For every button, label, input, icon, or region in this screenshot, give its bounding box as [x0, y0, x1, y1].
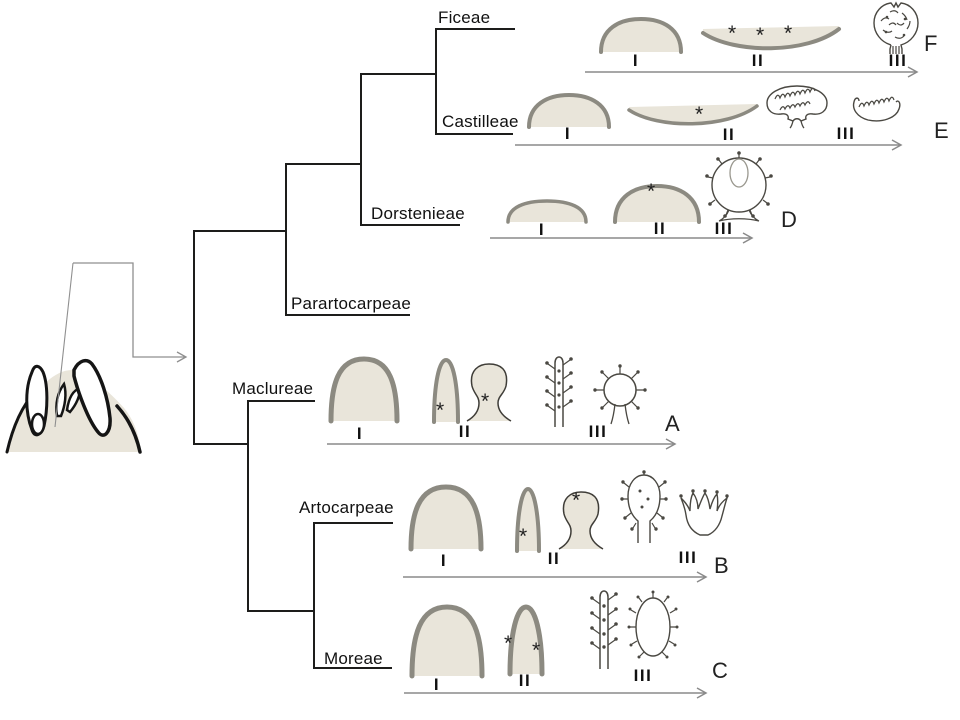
involucrate-head-icon [766, 85, 828, 129]
tall-dome-primordium-icon [409, 604, 485, 679]
outgroup-inflorescence-sketch [5, 358, 142, 454]
axis-arrow-d [490, 232, 754, 244]
panel-letter-f: F [924, 31, 938, 56]
tall-dome-primordium-icon [408, 484, 484, 552]
tip-label-moreae: Moreae [324, 649, 383, 668]
asterisk-marker: * [481, 390, 490, 413]
tip-label-dorstenieae: Dorstenieae [371, 204, 465, 223]
asterisk-marker: * [504, 632, 513, 655]
stage-i-label: I [632, 51, 640, 70]
flower-spike-icon [545, 356, 573, 427]
panel-letter-e: E [934, 118, 949, 143]
stage-i-label: I [564, 124, 572, 143]
broad-dome-primordium-icon [613, 183, 701, 224]
tip-label-maclureae: Maclureae [232, 379, 314, 398]
tree-node-line [360, 73, 362, 224]
stage-ii-label: II [653, 219, 667, 238]
axis-arrow-c [404, 687, 708, 699]
branch-artocarpeae [313, 522, 393, 524]
branch-ficeae [435, 28, 515, 30]
panel-letter-c: C [712, 658, 728, 683]
stage-ii-label: II [547, 549, 561, 568]
asterisk-marker: * [756, 24, 765, 47]
knobbed-club-head-icon [620, 470, 668, 543]
tip-label-artocarpeae: Artocarpeae [299, 498, 394, 517]
tree-branch-line [285, 163, 360, 165]
candelabra-flowers-icon [679, 489, 729, 536]
axis-arrow-f [585, 66, 919, 78]
tree-node-line [313, 522, 315, 667]
stage-ii-label: II [751, 51, 765, 70]
open-cup-head-icon [852, 96, 901, 122]
branch-moreae [313, 667, 392, 669]
dome-primordium-icon [599, 16, 683, 54]
panel-letter-b: B [714, 553, 729, 578]
club-primordium-icon [558, 491, 604, 550]
tip-label-castilleae: Castilleae [442, 112, 519, 131]
tree-branch-line [360, 73, 435, 75]
asterisk-marker: * [532, 639, 541, 662]
asterisk-marker: * [436, 399, 445, 422]
asterisk-marker: * [519, 525, 528, 548]
stage-ii-label: II [458, 422, 472, 441]
low-dome-primordium-icon [506, 199, 588, 224]
club-primordium-icon [466, 363, 512, 422]
outgroup-pointer-arrow [54, 262, 188, 428]
stage-i-label: I [440, 551, 448, 570]
bowl-receptacle-icon [701, 26, 841, 51]
asterisk-marker: * [695, 103, 704, 126]
panel-letter-a: A [665, 411, 680, 436]
open-receptacle-icon [705, 151, 773, 222]
stage-iii-label: III [678, 548, 698, 567]
branch-parartocarpeae [285, 314, 410, 316]
tree-branch-line [193, 230, 285, 232]
flower-spike-icon [590, 590, 618, 669]
finger-primordium-icon [507, 604, 545, 677]
tip-label-parartocarpeae: Parartocarpeae [291, 294, 411, 313]
syconium-icon [873, 1, 919, 54]
tree-node-line [435, 28, 437, 133]
branch-maclureae [247, 400, 315, 402]
branch-dorstenieae [360, 224, 460, 226]
stage-iii-label: III [714, 219, 734, 238]
stage-ii-label: II [722, 125, 736, 144]
stage-iii-label: III [633, 666, 653, 685]
asterisk-marker: * [572, 489, 581, 512]
stage-i-label: I [538, 220, 546, 239]
tree-node-line [247, 400, 249, 610]
finger-primordium-icon [515, 486, 541, 553]
stage-iii-label: III [836, 124, 856, 143]
stage-iii-label: III [888, 51, 908, 70]
dome-primordium-icon [527, 92, 611, 129]
asterisk-marker: * [784, 22, 793, 45]
axis-arrow-b [403, 571, 708, 583]
tree-node-line [285, 163, 287, 314]
finger-primordium-icon [432, 357, 460, 424]
tree-branch-line [193, 443, 247, 445]
panel-letter-d: D [781, 207, 797, 232]
branch-castilleae [435, 133, 513, 135]
axis-arrow-a [327, 438, 677, 450]
stage-i-label: I [356, 424, 364, 443]
asterisk-marker: * [728, 22, 737, 45]
bristly-catkin-icon [627, 590, 679, 659]
tall-dome-primordium-icon [328, 356, 400, 424]
tree-root-line [193, 230, 195, 443]
stage-ii-label: II [518, 671, 532, 690]
tree-branch-line [247, 610, 313, 612]
stage-iii-label: III [588, 422, 608, 441]
globose-head-icon [593, 364, 647, 425]
asterisk-marker: * [647, 180, 656, 203]
bowl-receptacle-icon [627, 104, 759, 126]
tip-label-ficeae: Ficeae [438, 8, 491, 27]
axis-arrow-e [515, 139, 903, 151]
stage-i-label: I [433, 675, 441, 694]
